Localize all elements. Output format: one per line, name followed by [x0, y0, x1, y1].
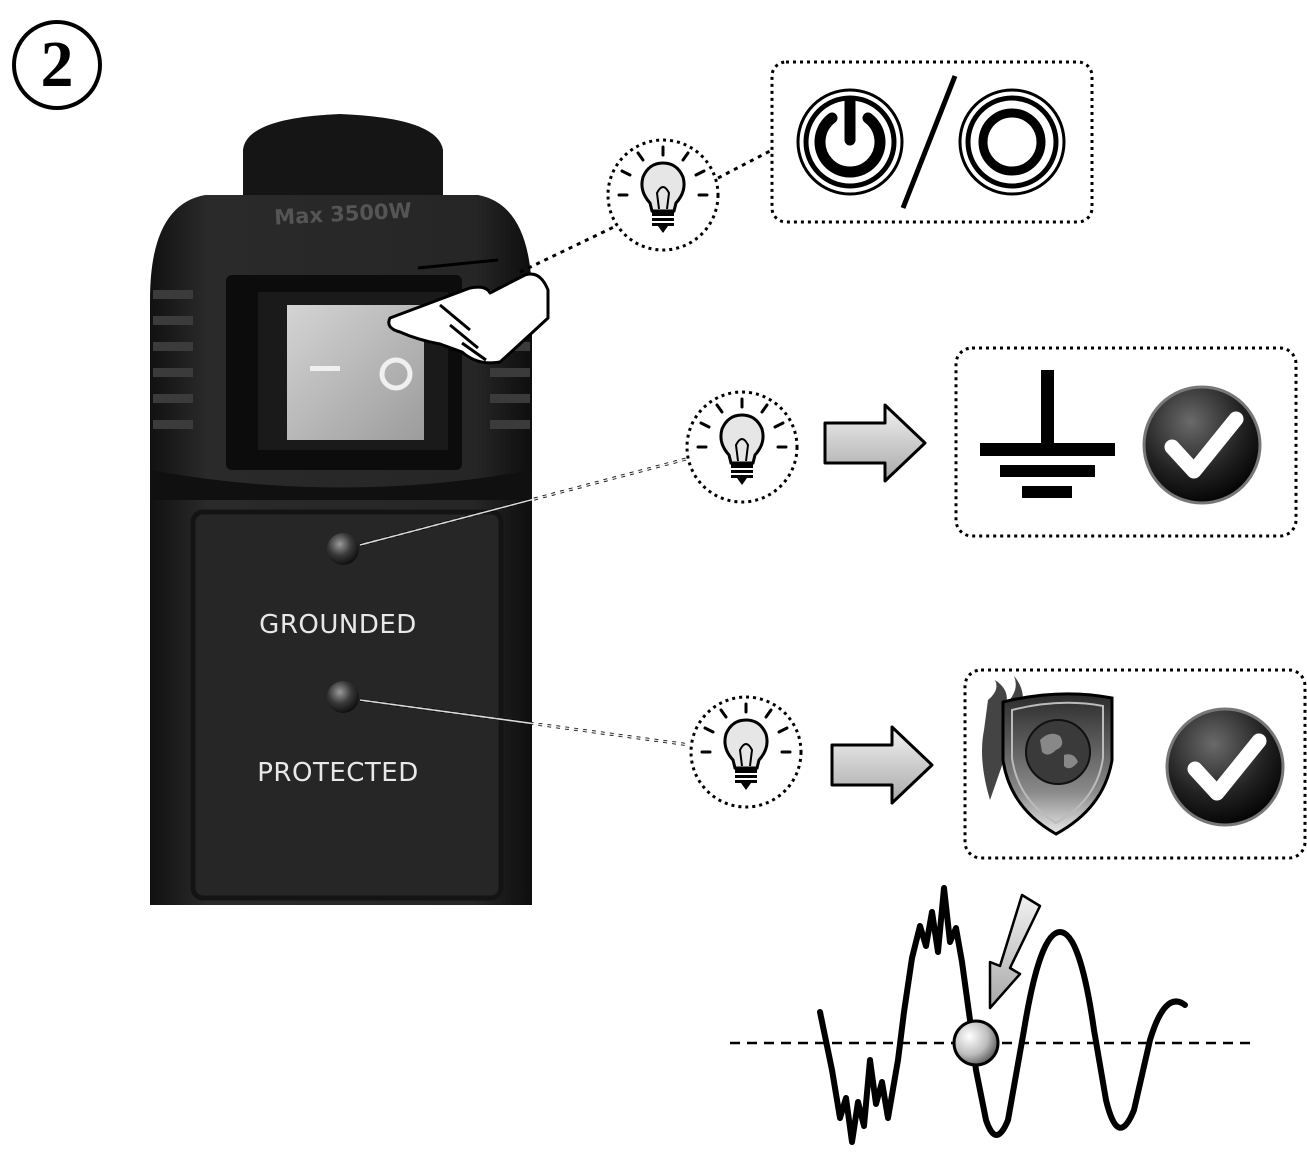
right-arrow-icon — [823, 403, 927, 483]
step-number: 2 — [40, 28, 74, 101]
slash-divider — [900, 75, 958, 209]
surge-point-marker — [952, 1019, 1000, 1067]
grounded-label: GROUNDED — [259, 610, 417, 640]
shield-globe-icon — [982, 676, 1114, 836]
lightbulb-icon — [606, 138, 720, 252]
switch-on-mark — [379, 357, 413, 391]
right-arrow-icon — [830, 725, 934, 805]
hand-pointer-icon — [387, 258, 550, 365]
checkmark-icon — [1144, 387, 1260, 503]
lightbulb-icon — [685, 390, 799, 504]
ground-symbol-icon — [980, 370, 1115, 498]
surge-waveform-icon — [730, 885, 1255, 1145]
surge-arrow-icon — [988, 893, 1042, 1010]
power-on-icon — [796, 88, 904, 196]
protected-led — [327, 681, 359, 713]
switch-off-mark — [310, 366, 340, 371]
leader-line-power-box — [717, 148, 773, 180]
lightbulb-icon — [689, 695, 803, 809]
grounded-led — [327, 533, 359, 565]
leader-line-switch — [519, 223, 619, 274]
power-off-icon — [958, 88, 1066, 196]
step-number-badge: 2 — [12, 20, 102, 110]
cord-knob — [243, 114, 443, 198]
protected-label: PROTECTED — [257, 758, 419, 788]
checkmark-icon — [1167, 709, 1283, 825]
